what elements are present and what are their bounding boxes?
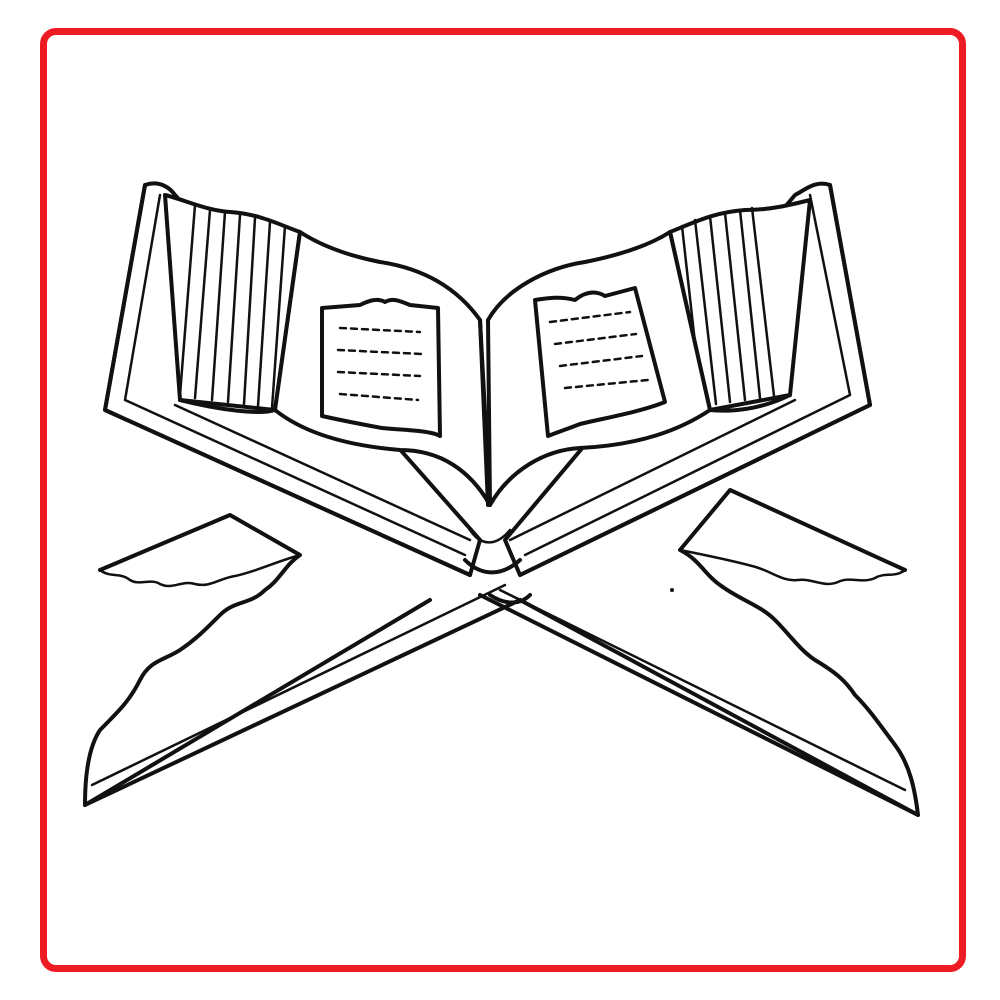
- stand-right-leg: [478, 488, 920, 817]
- book-spine: [463, 318, 532, 605]
- stand-left-leg: [83, 513, 522, 807]
- book-right-half: [486, 198, 812, 542]
- book-left-half: [163, 193, 492, 542]
- ink-dot: [670, 588, 674, 592]
